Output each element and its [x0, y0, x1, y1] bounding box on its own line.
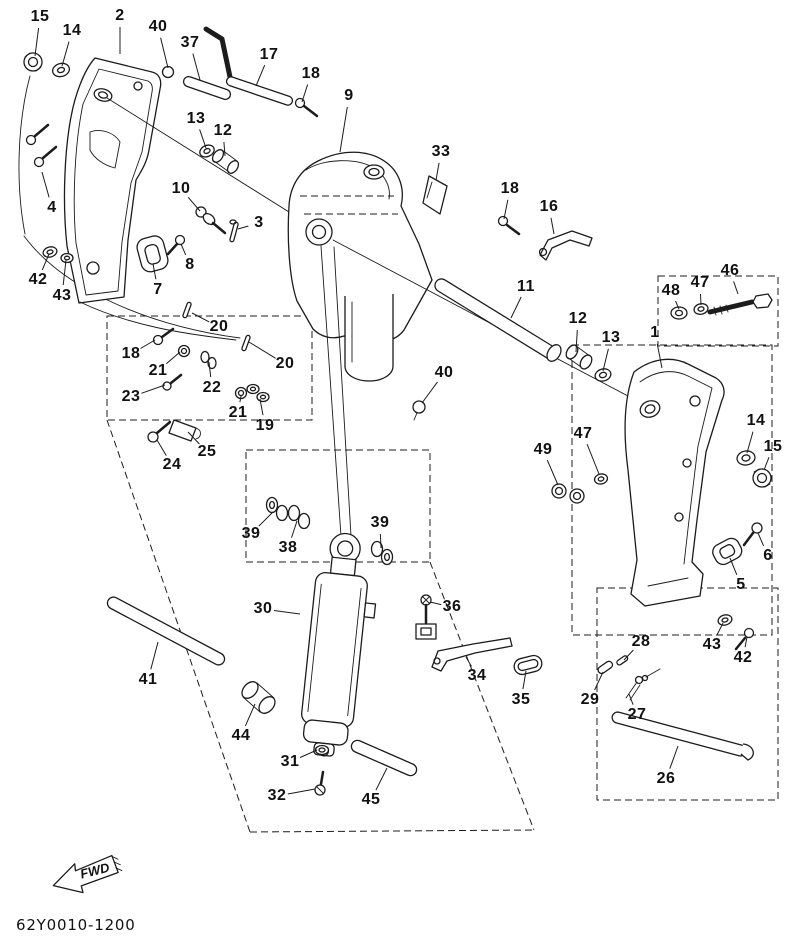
callout-18: 18 [121, 345, 141, 362]
callout-43: 43 [52, 287, 72, 304]
callout-46: 46 [720, 262, 740, 279]
callout-14: 14 [62, 22, 82, 39]
callout-32: 32 [267, 787, 287, 804]
callout-40: 40 [434, 364, 454, 381]
tilt-pin-rod [412, 278, 612, 421]
fwd-arrow-label: FWD [79, 860, 112, 882]
callout-39: 39 [370, 514, 390, 531]
callout-23: 23 [121, 388, 141, 405]
cylinder-bushings [241, 496, 394, 714]
callout-14: 14 [746, 412, 766, 429]
tilt-lever-assembly [415, 594, 543, 676]
callout-34: 34 [467, 667, 487, 684]
anode-plate-and-lever [422, 175, 593, 261]
callout-30: 30 [253, 600, 273, 617]
callout-11: 11 [517, 278, 535, 295]
right-clamp-bracket [624, 358, 725, 607]
callout-9: 9 [344, 87, 354, 104]
callout-25: 25 [197, 443, 217, 460]
callout-26: 26 [656, 770, 676, 787]
callout-7: 7 [153, 281, 163, 298]
callout-5: 5 [736, 576, 746, 593]
callout-20: 20 [209, 318, 229, 335]
callout-48: 48 [661, 282, 681, 299]
clamp-bolt-nut-washer-left [23, 52, 175, 79]
center-swivel-bracket [106, 97, 644, 537]
cylinder-end-hardware [314, 744, 330, 796]
callout-13: 13 [601, 329, 621, 346]
callout-18: 18 [500, 180, 520, 197]
callout-37: 37 [180, 34, 200, 51]
left-clamp-bracket [18, 57, 241, 341]
left-bracket-hardware [25, 123, 240, 273]
callout-43: 43 [702, 636, 722, 653]
callout-40: 40 [148, 18, 168, 35]
callout-18: 18 [301, 65, 321, 82]
callout-6: 6 [763, 547, 773, 564]
callout-15: 15 [30, 8, 50, 25]
callout-22: 22 [202, 379, 222, 396]
callout-27: 27 [627, 706, 647, 723]
callout-10: 10 [171, 180, 191, 197]
callout-33: 33 [431, 143, 451, 160]
callout-21: 21 [148, 362, 168, 379]
callout-38: 38 [278, 539, 298, 556]
callout-3: 3 [254, 214, 264, 231]
callout-49: 49 [533, 441, 553, 458]
callout-41: 41 [138, 671, 158, 688]
callout-21: 21 [228, 404, 248, 421]
callout-20: 20 [275, 355, 295, 372]
fwd-arrow: FWD [52, 854, 123, 894]
callout-47: 47 [690, 274, 710, 291]
right-bracket-hardware [551, 293, 773, 651]
callout-8: 8 [185, 256, 195, 273]
callout-28: 28 [631, 633, 651, 650]
callout-17: 17 [259, 46, 279, 63]
callout-12: 12 [568, 310, 588, 327]
mount-rods [106, 596, 754, 777]
callout-42: 42 [733, 649, 753, 666]
callout-29: 29 [580, 691, 600, 708]
callout-35: 35 [511, 691, 531, 708]
callout-2: 2 [115, 7, 125, 24]
callout-24: 24 [162, 456, 182, 473]
pivot-rod-and-crank [182, 26, 294, 106]
callout-4: 4 [47, 199, 57, 216]
callout-36: 36 [442, 598, 462, 615]
callout-39: 39 [241, 525, 261, 542]
callout-1: 1 [650, 324, 660, 341]
callout-12: 12 [213, 122, 233, 139]
part-code-label: 62Y0010-1200 [16, 916, 136, 934]
callout-44: 44 [231, 727, 251, 744]
callout-16: 16 [539, 198, 559, 215]
callout-31: 31 [280, 753, 300, 770]
callout-45: 45 [361, 791, 381, 808]
callout-47: 47 [573, 425, 593, 442]
callout-15: 15 [763, 438, 783, 455]
callout-42: 42 [28, 271, 48, 288]
callout-13: 13 [186, 110, 206, 127]
callout-19: 19 [255, 417, 275, 434]
